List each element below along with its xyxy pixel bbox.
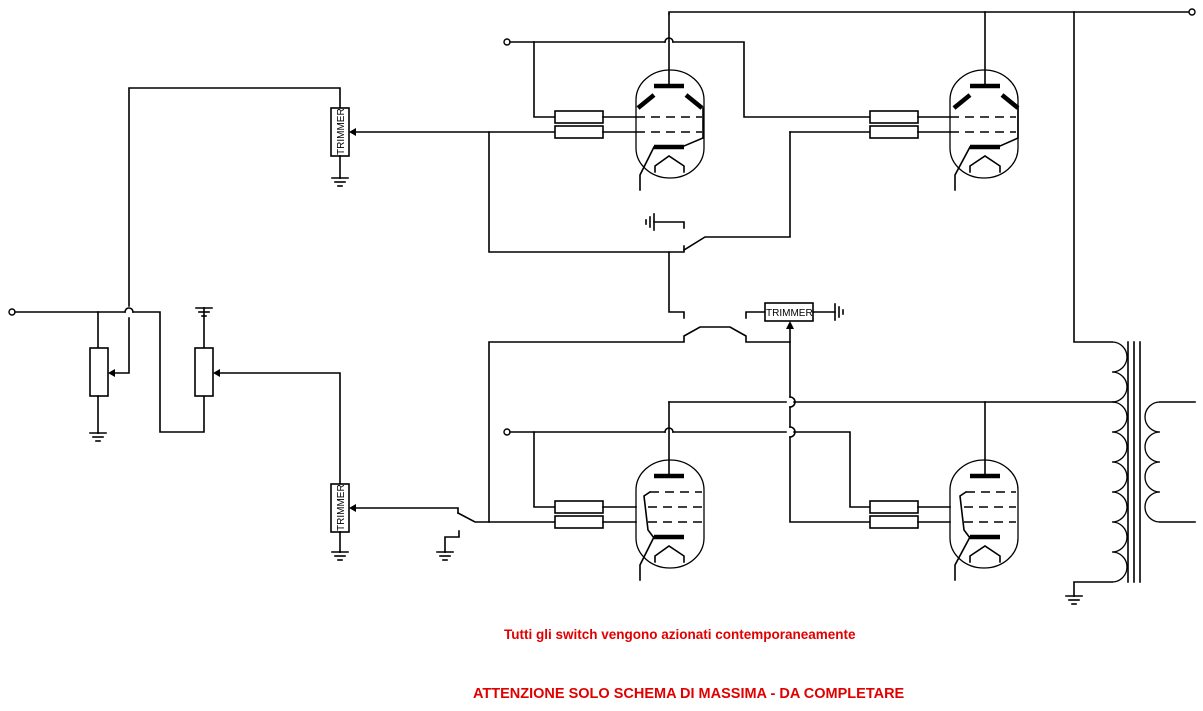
ground-icon xyxy=(331,551,349,561)
tube-upper-right xyxy=(668,8,1196,252)
ground-icon xyxy=(834,303,844,321)
terminal-upper xyxy=(503,38,511,46)
output-transformer xyxy=(1065,11,1196,605)
input-section xyxy=(8,87,341,485)
ground-icon xyxy=(331,177,349,187)
potentiometer-2 xyxy=(194,347,214,397)
ground-icon xyxy=(436,551,454,561)
terminal-lower xyxy=(503,428,511,436)
switch-upper xyxy=(488,131,685,319)
tube-lower-right xyxy=(869,401,1019,581)
warning-note: ATTENZIONE SOLO SCHEMA DI MASSIMA - DA C… xyxy=(473,686,905,702)
ground-icon xyxy=(645,213,655,231)
switch-lower: TRIMMER xyxy=(488,302,871,523)
tube-upper-left xyxy=(503,13,871,191)
tube-lower-left xyxy=(503,401,1116,581)
trimmer-top-label: TRIMMER xyxy=(336,108,347,155)
trimmer-middle-label: TRIMMER xyxy=(766,308,813,319)
ground-icon xyxy=(89,432,107,442)
switch-note: Tutti gli switch vengono azionati contem… xyxy=(504,627,856,642)
potentiometer-1 xyxy=(89,347,109,397)
output-terminal-top xyxy=(1188,8,1196,16)
trimmer-bottom-label: TRIMMER xyxy=(336,484,347,531)
trimmer-bottom: TRIMMER xyxy=(330,483,556,561)
ground-icon xyxy=(1065,595,1083,605)
input-terminal xyxy=(8,308,16,316)
trimmer-top: TRIMMER xyxy=(330,107,556,187)
